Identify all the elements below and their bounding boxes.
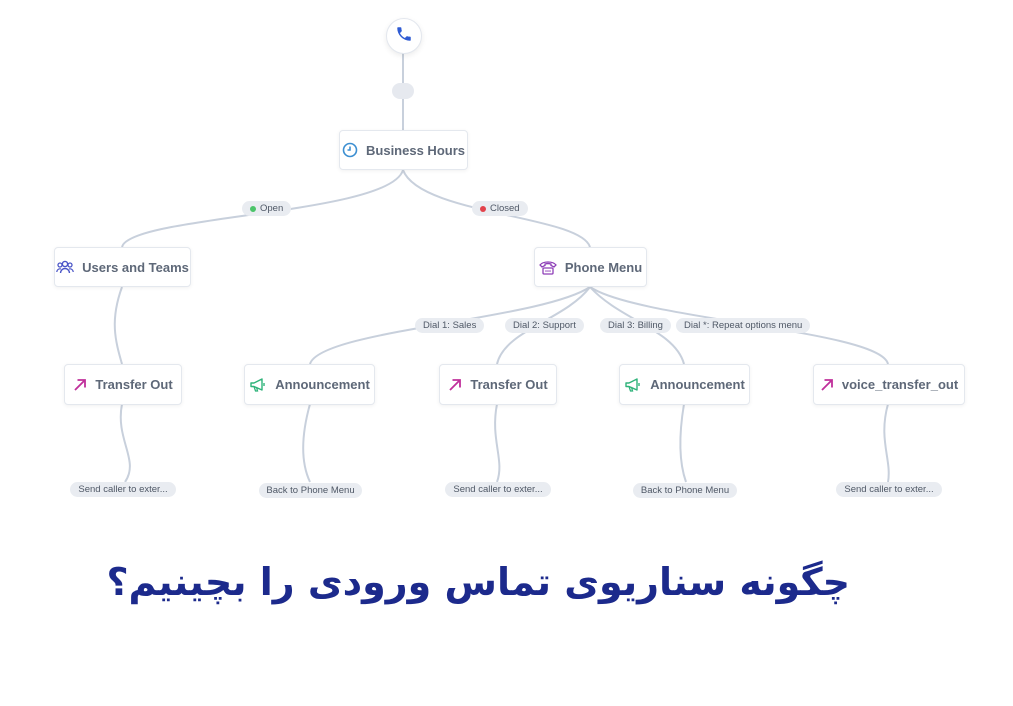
connector-pill (392, 83, 414, 99)
leaf-text: Send caller to exter... (844, 484, 934, 495)
node-transfer-out-2[interactable]: Transfer Out (439, 364, 557, 405)
leaf-text: Back to Phone Menu (266, 485, 355, 496)
status-dot-red (480, 205, 486, 212)
node-label: Announcement (275, 377, 370, 392)
branch-label-dial-2: Dial 2: Support (505, 318, 584, 333)
leaf-send-caller-1[interactable]: Send caller to exter... (70, 482, 176, 497)
branch-label-text: Dial 3: Billing (608, 320, 663, 331)
node-label: Transfer Out (95, 377, 173, 392)
arrow-up-right-icon (73, 376, 87, 394)
branch-label-closed: Closed (472, 201, 528, 216)
megaphone-icon (624, 376, 642, 394)
phone-icon (395, 25, 413, 48)
node-label: voice_transfer_out (841, 377, 959, 392)
leaf-text: Back to Phone Menu (640, 485, 730, 496)
phone-menu-icon (539, 258, 557, 276)
branch-label-dial-1: Dial 1: Sales (415, 318, 485, 333)
megaphone-icon (249, 376, 267, 394)
edge-transfer2-leaf (494, 403, 501, 483)
edge-users-transfer (113, 286, 123, 365)
branch-label-text: Dial 1: Sales (423, 320, 477, 331)
node-announcement-1[interactable]: Announcement (244, 364, 375, 405)
branch-label-text: Closed (490, 203, 520, 214)
arrow-up-right-icon (820, 376, 834, 394)
leaf-send-caller-3[interactable]: Send caller to exter... (836, 482, 942, 497)
node-label: Phone Menu (564, 259, 643, 275)
edge-voice-transfer-leaf (883, 403, 890, 483)
page-caption: چگونه سناریوی تماس ورودی را بچینیم؟ (106, 560, 850, 604)
node-label: Users and Teams (82, 259, 189, 275)
branch-label-open: Open (242, 201, 292, 216)
node-voice-transfer-out[interactable]: voice_transfer_out (813, 364, 965, 405)
node-label: Announcement (650, 377, 745, 392)
branch-label-dial-3: Dial 3: Billing (600, 318, 671, 333)
clock-icon (342, 141, 358, 159)
branch-label-text: Dial *: Repeat options menu (684, 320, 803, 331)
users-icon (56, 258, 74, 276)
arrow-up-right-icon (448, 376, 462, 394)
edge-announcement1-leaf (302, 403, 311, 483)
node-phone-menu[interactable]: Phone Menu (534, 247, 647, 287)
node-business-hours[interactable]: Business Hours (339, 130, 468, 170)
branch-label-text: Open (260, 203, 284, 214)
node-label: Transfer Out (470, 377, 548, 392)
branch-label-text: Dial 2: Support (513, 320, 576, 331)
leaf-back-to-menu-2[interactable]: Back to Phone Menu (633, 483, 737, 498)
leaf-send-caller-2[interactable]: Send caller to exter... (445, 482, 551, 497)
node-transfer-out-1[interactable]: Transfer Out (64, 364, 182, 405)
node-announcement-2[interactable]: Announcement (619, 364, 750, 405)
branch-label-dial-star: Dial *: Repeat options menu (676, 318, 811, 333)
edge-announcement2-leaf (679, 403, 687, 483)
status-dot-green (250, 205, 256, 212)
leaf-text: Send caller to exter... (78, 484, 168, 495)
edge-transfer1-leaf (119, 403, 131, 483)
leaf-back-to-menu-1[interactable]: Back to Phone Menu (259, 483, 362, 498)
leaf-text: Send caller to exter... (453, 484, 543, 495)
start-node[interactable] (386, 18, 422, 54)
node-users-and-teams[interactable]: Users and Teams (54, 247, 191, 287)
node-label: Business Hours (366, 142, 465, 158)
